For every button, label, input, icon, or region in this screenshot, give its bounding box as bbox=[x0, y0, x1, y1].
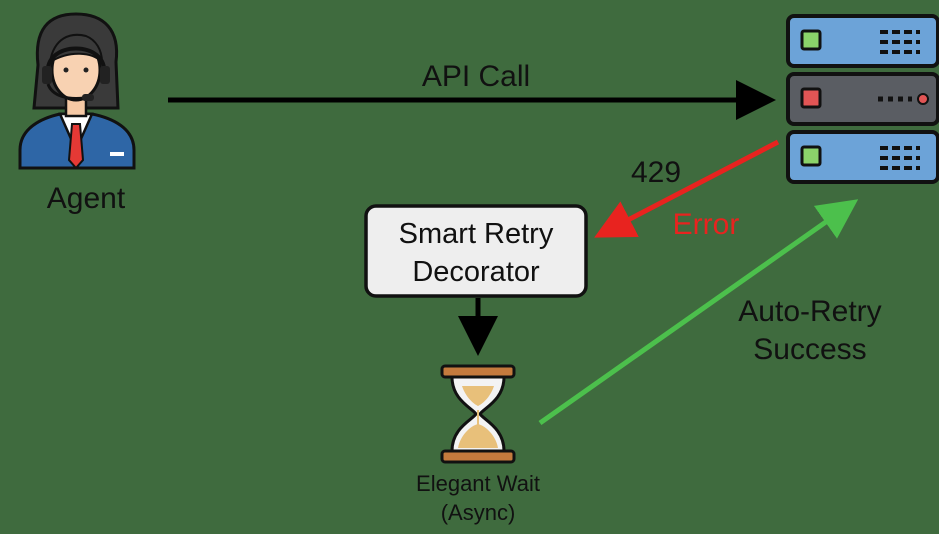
error-arrow bbox=[594, 139, 780, 238]
auto-retry-arrow bbox=[538, 199, 859, 426]
decorator-label-line1: Smart Retry bbox=[399, 218, 554, 250]
agent-label: Agent bbox=[47, 182, 126, 215]
auto-retry-label-line1: Auto-Retry bbox=[738, 295, 881, 328]
hourglass-icon bbox=[440, 364, 516, 464]
agent-icon bbox=[18, 12, 136, 170]
api-call-label: API Call bbox=[422, 60, 530, 93]
auto-retry-label-line2: Success bbox=[753, 333, 866, 366]
smart-retry-decorator-box bbox=[364, 204, 588, 298]
decorator-label-line2: Decorator bbox=[412, 256, 540, 288]
wait-label-line2: (Async) bbox=[441, 500, 516, 525]
wait-label-line1: Elegant Wait bbox=[416, 471, 540, 496]
server-icon bbox=[786, 14, 939, 184]
status-code-label: 429 bbox=[631, 156, 681, 189]
error-label: Error bbox=[673, 208, 740, 241]
